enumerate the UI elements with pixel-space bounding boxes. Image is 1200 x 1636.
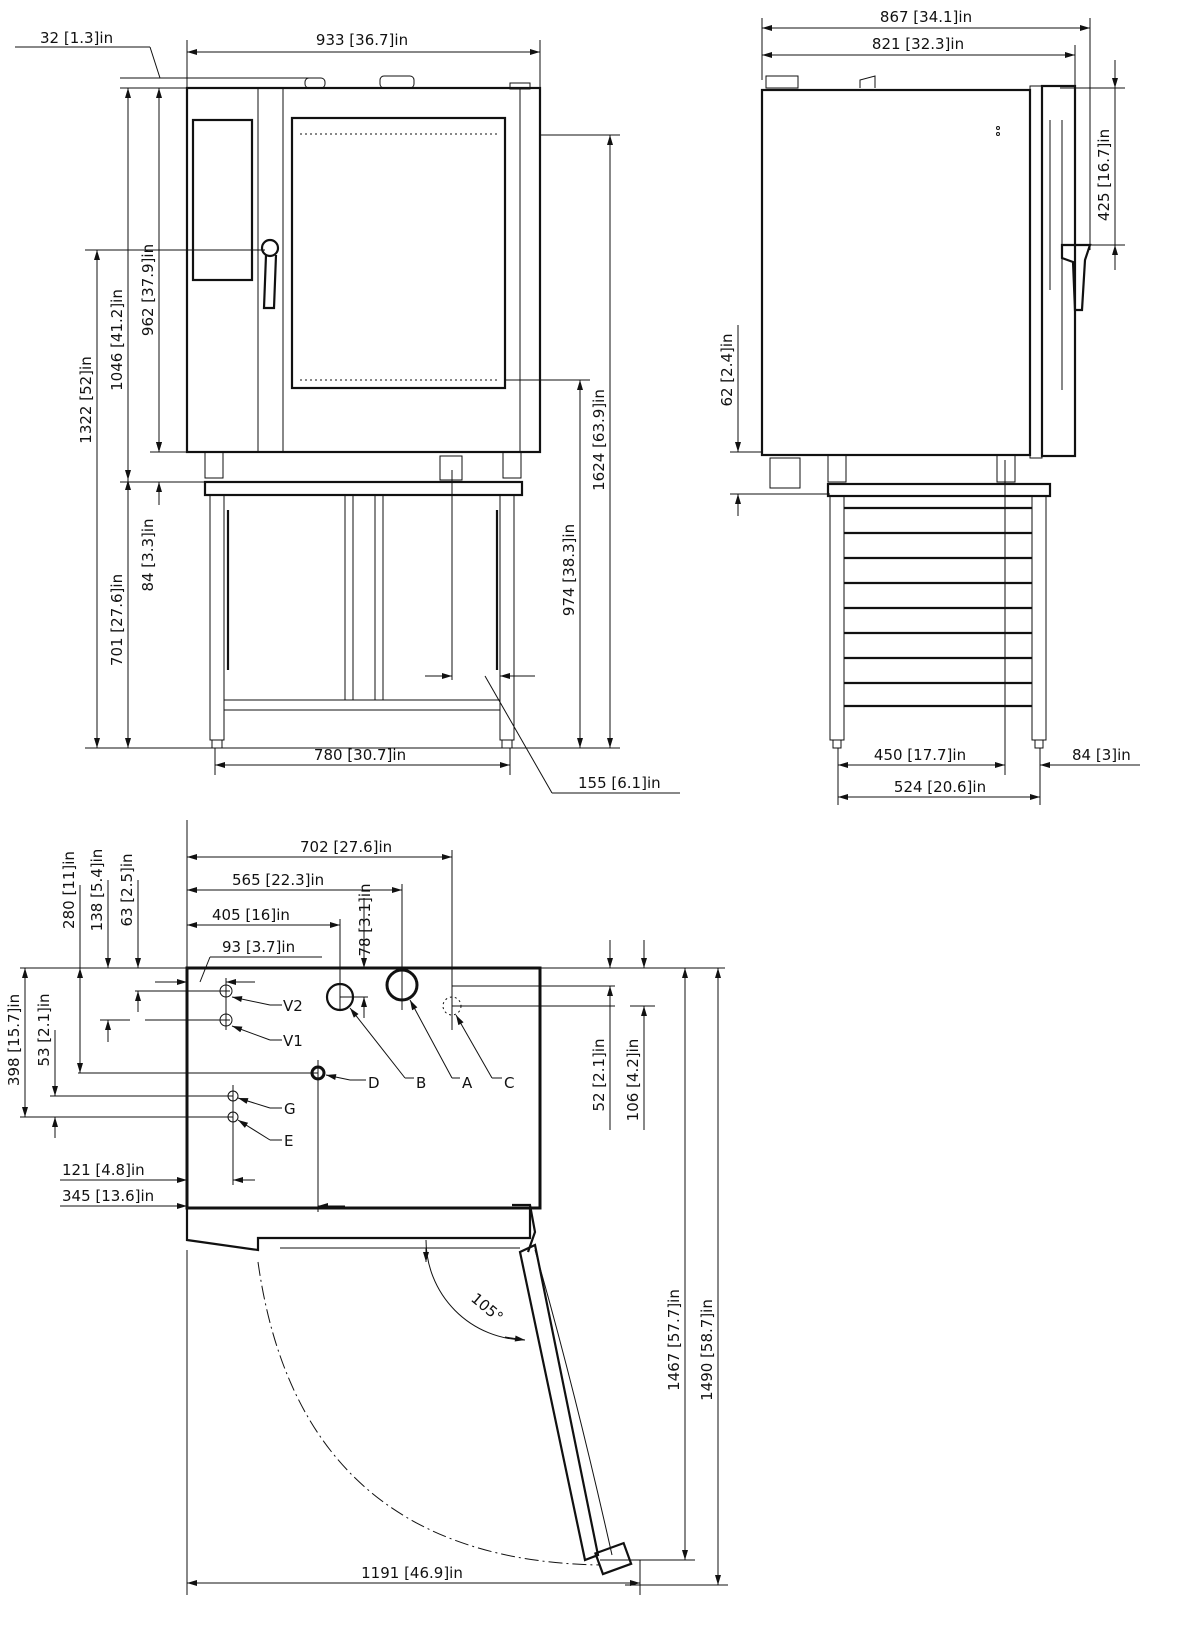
label-G: G [284,1100,296,1118]
label-V1: V1 [283,1032,303,1050]
dim-window-bottom: 974 [38.3]in [560,524,578,616]
dim-stand-depth: 524 [20.6]in [894,778,986,796]
dim-handle-height: 1322 [52]in [77,356,95,443]
dim-depth-body: 821 [32.3]in [872,35,964,53]
label-E: E [284,1132,293,1150]
dim-stand-height: 701 [27.6]in [108,574,126,666]
side-view: 867 [34.1]in 821 [32.3]in 425 [16.7]in 6… [718,8,1140,805]
dim-V2-depth: 63 [2.5]in [118,853,136,926]
label-D: D [368,1074,380,1092]
label-B: B [416,1074,426,1092]
stand-top [203,480,524,497]
oven-body [185,86,542,454]
dim-stand-width: 780 [30.7]in [314,746,406,764]
dim-depth-door-open: 1467 [57.7]in [665,1289,683,1391]
dim-total-height: 1624 [63.9]in [590,389,608,491]
door-angle: 105° [467,1289,506,1326]
dim-G-E-gap: 53 [2.1]in [35,993,53,1066]
dim-body-height: 962 [37.9]in [139,244,157,336]
dim-to-A: 565 [22.3]in [232,871,324,889]
dim-handle-drop: 425 [16.7]in [1095,129,1113,221]
dim-depth-total: 867 [34.1]in [880,8,972,26]
dim-offset-top: 32 [1.3]in [40,29,113,47]
dim-height-to-stand: 1046 [41.2]in [108,289,126,391]
dim-width: 933 [36.7]in [316,31,408,49]
label-C: C [504,1074,514,1092]
dim-V1-depth: 138 [5.4]in [88,849,106,932]
door-window [290,116,507,390]
door-handle-side-icon [1060,243,1092,312]
dim-stand-offset: 84 [3]in [1072,746,1131,764]
dim-depth-total-plan: 1490 [58.7]in [698,1299,716,1401]
label-V2: V2 [283,997,303,1015]
dim-to-B: 405 [16]in [212,906,290,924]
stand-top-side [826,482,1052,498]
dim-right-106: 106 [4.2]in [624,1039,642,1122]
door-swing-arc [257,1261,601,1566]
tray-rails [844,506,1032,708]
label-A: A [462,1074,473,1092]
dim-to-C: 702 [27.6]in [300,838,392,856]
dim-GE-x: 121 [4.8]in [62,1161,145,1179]
dim-B-depth: 78 [3.1]in [356,883,374,956]
oven-body-side [760,88,1032,457]
dim-D-x: 345 [13.6]in [62,1187,154,1205]
dim-to-V: 93 [3.7]in [222,938,295,956]
dim-D-depth: 280 [11]in [60,851,78,929]
dim-width-door-open: 1191 [46.9]in [361,1564,463,1582]
dim-E-depth: 398 [15.7]in [5,994,23,1086]
plan-view: 105° V2 V1 D B A C G E 702 [27.6]in 565 … [5,820,728,1595]
dim-foot-height: 62 [2.4]in [718,333,736,406]
open-door [518,1243,633,1576]
front-view: 933 [36.7]in 32 [1.3]in 1322 [52]in 1046… [15,29,680,794]
dim-stand-gap: 84 [3.3]in [139,518,157,591]
door-handle-icon [260,238,280,310]
dim-right-52: 52 [2.1]in [590,1038,608,1111]
control-panel [191,118,254,282]
dim-drain-offset: 155 [6.1]in [578,774,661,792]
dim-stand-depth-inner: 450 [17.7]in [874,746,966,764]
